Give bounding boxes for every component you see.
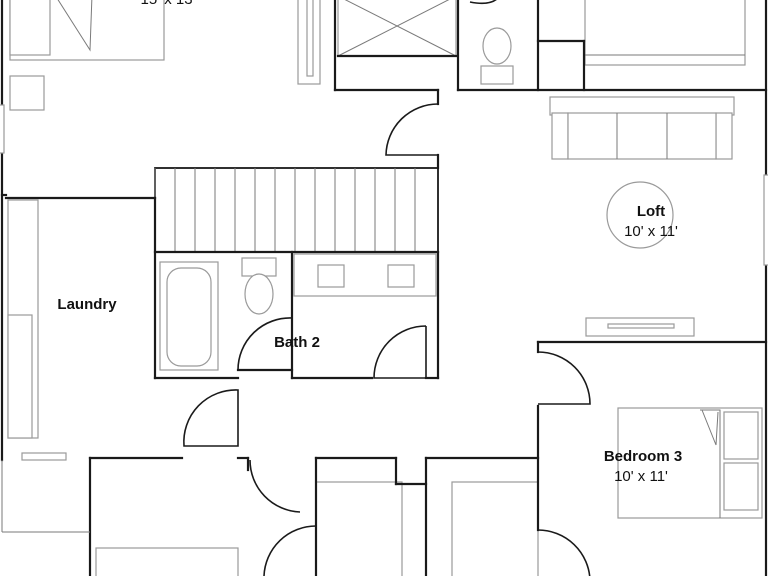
bedroom3-door[interactable] bbox=[537, 351, 591, 405]
loft-rug bbox=[606, 181, 674, 249]
bottom-closet-door[interactable] bbox=[263, 525, 317, 576]
loft-tv-console bbox=[585, 317, 695, 337]
laundry-machines bbox=[7, 199, 39, 439]
bottom-left-bed bbox=[95, 547, 239, 576]
bath2-door[interactable] bbox=[373, 325, 427, 379]
bedroom3-dimensions: 10' x 11' bbox=[614, 468, 668, 485]
bedroom-bottom-door[interactable] bbox=[249, 459, 301, 513]
laundry-label: Laundry bbox=[57, 296, 117, 313]
laundry-window bbox=[21, 452, 67, 461]
loft-sofa bbox=[549, 96, 735, 160]
loft-hall-door[interactable] bbox=[385, 103, 439, 156]
bedroom3-label: Bedroom 3 bbox=[604, 448, 682, 465]
master-toilet bbox=[480, 27, 514, 85]
closet-shelf bbox=[297, 0, 321, 85]
bottom-right-closet bbox=[451, 481, 539, 576]
top-bedroom-bed bbox=[9, 0, 165, 61]
loft-dimensions: 10' x 11' bbox=[624, 223, 678, 240]
top-bedroom-nightstand bbox=[9, 75, 45, 111]
shower-stall bbox=[337, 0, 457, 57]
bedroom3-bed bbox=[617, 407, 763, 519]
laundry-door[interactable] bbox=[183, 389, 239, 447]
bottom-closet bbox=[315, 481, 403, 576]
top-bedroom-dimensions: 15' x 13' bbox=[141, 0, 196, 8]
bath2-tub bbox=[159, 261, 219, 371]
doors bbox=[183, 103, 591, 576]
staircase bbox=[154, 167, 439, 253]
bath2-vanity bbox=[293, 253, 437, 297]
top-right-bed bbox=[584, 0, 746, 66]
top-left-window bbox=[0, 104, 5, 154]
master-bath-door[interactable] bbox=[469, 0, 498, 5]
bath2-toilet bbox=[241, 257, 277, 315]
bath2-inner-door[interactable] bbox=[237, 317, 293, 371]
loft-window bbox=[763, 174, 768, 266]
bath2-label: Bath 2 bbox=[274, 334, 320, 351]
bedroom3-closet-door[interactable] bbox=[537, 529, 591, 576]
loft-label: Loft bbox=[637, 203, 665, 220]
